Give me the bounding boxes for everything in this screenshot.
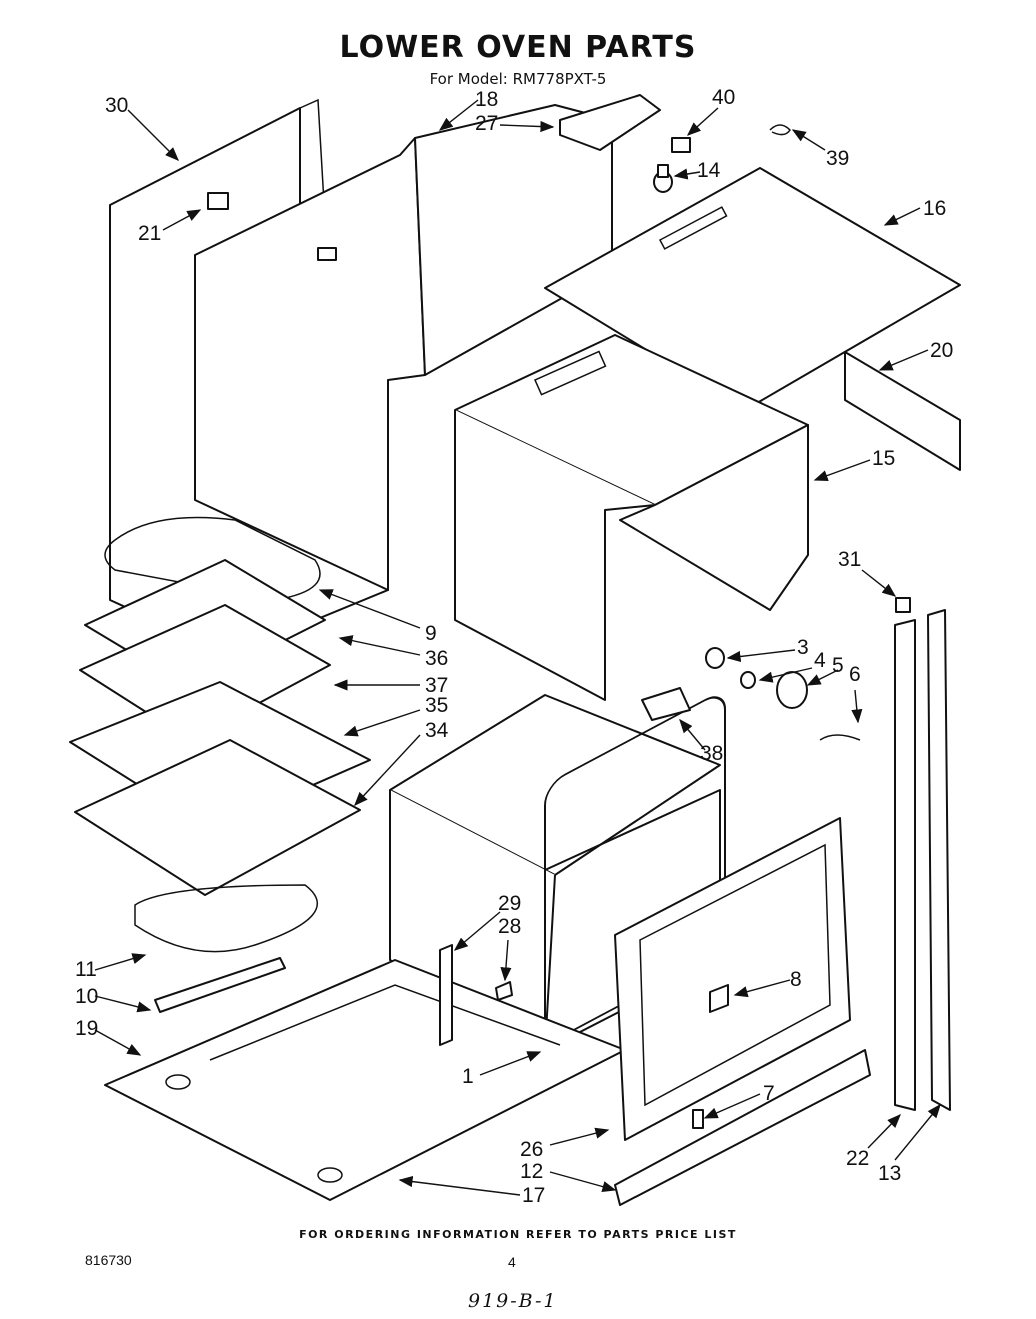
callout-12: 12 <box>520 1160 543 1183</box>
right-side-trim <box>927 609 951 1111</box>
callout-31: 31 <box>838 548 861 571</box>
lamp-bulb-4 <box>740 671 756 689</box>
page-number: 4 <box>508 1254 516 1270</box>
bake-element <box>134 884 318 953</box>
ordering-note: FOR ORDERING INFORMATION REFER TO PARTS … <box>299 1228 737 1241</box>
callout-18: 18 <box>475 88 498 111</box>
lamp-cover-5 <box>776 671 808 709</box>
oven-rack-34 <box>74 739 361 896</box>
callout-3: 3 <box>797 636 809 659</box>
lamp-wire-6 <box>819 734 861 741</box>
callout-10: 10 <box>75 985 98 1008</box>
callout-15: 15 <box>872 447 895 470</box>
callout-7: 7 <box>763 1082 775 1105</box>
callout-30: 30 <box>105 94 128 117</box>
front-frame <box>614 817 851 1141</box>
leader-lines <box>94 99 941 1196</box>
bracket-part-21 <box>207 192 229 210</box>
callout-28: 28 <box>498 915 521 938</box>
callout-16: 16 <box>923 197 946 220</box>
callout-27: 27 <box>475 112 498 135</box>
left-side-panel <box>194 137 426 591</box>
door-switch <box>709 984 729 1013</box>
callout-34: 34 <box>425 719 449 742</box>
wire-clip-39 <box>769 124 791 136</box>
trim-clip-31 <box>895 597 911 613</box>
lamp-socket-3 <box>705 647 725 669</box>
bracket-29 <box>439 944 453 1046</box>
top-back-panel <box>414 104 613 376</box>
callout-14: 14 <box>697 159 721 182</box>
handwritten-note: 919-B-1 <box>468 1290 558 1312</box>
document-number: 816730 <box>85 1252 132 1268</box>
callout-8: 8 <box>790 968 802 991</box>
callout-6: 6 <box>849 663 861 686</box>
callout-22: 22 <box>846 1147 869 1170</box>
callout-21: 21 <box>138 222 161 245</box>
hinge-7 <box>692 1109 704 1129</box>
callout-11: 11 <box>75 958 97 981</box>
control-box <box>559 94 661 151</box>
callout-5: 5 <box>832 654 844 677</box>
callout-9: 9 <box>425 622 437 645</box>
callout-35: 35 <box>425 694 448 717</box>
callout-1: 1 <box>462 1065 474 1088</box>
clip-28 <box>495 981 513 1001</box>
callout-29: 29 <box>498 892 521 915</box>
callout-20: 20 <box>930 339 953 362</box>
kickplate <box>614 1049 871 1206</box>
latch-38 <box>641 687 691 721</box>
connector-part-40 <box>671 137 691 153</box>
rear-frame-rail <box>844 351 961 471</box>
page-title: LOWER OVEN PARTS <box>339 30 697 65</box>
broil-element <box>104 516 321 601</box>
callout-13: 13 <box>878 1162 901 1185</box>
left-side-trim <box>894 619 916 1111</box>
callout-17: 17 <box>522 1184 545 1207</box>
callout-19: 19 <box>75 1017 98 1040</box>
callout-labels: 30 18 27 40 39 14 16 21 20 15 31 9 36 37… <box>75 86 953 1207</box>
callout-26: 26 <box>520 1138 543 1161</box>
callout-36: 36 <box>425 647 448 670</box>
callout-38: 38 <box>700 742 723 765</box>
callout-4: 4 <box>814 649 826 672</box>
callout-40: 40 <box>712 86 735 109</box>
callout-37: 37 <box>425 674 448 697</box>
element-bracket <box>154 957 286 1013</box>
callout-39: 39 <box>826 147 849 170</box>
model-subtitle: For Model: RM778PXT-5 <box>429 70 607 88</box>
